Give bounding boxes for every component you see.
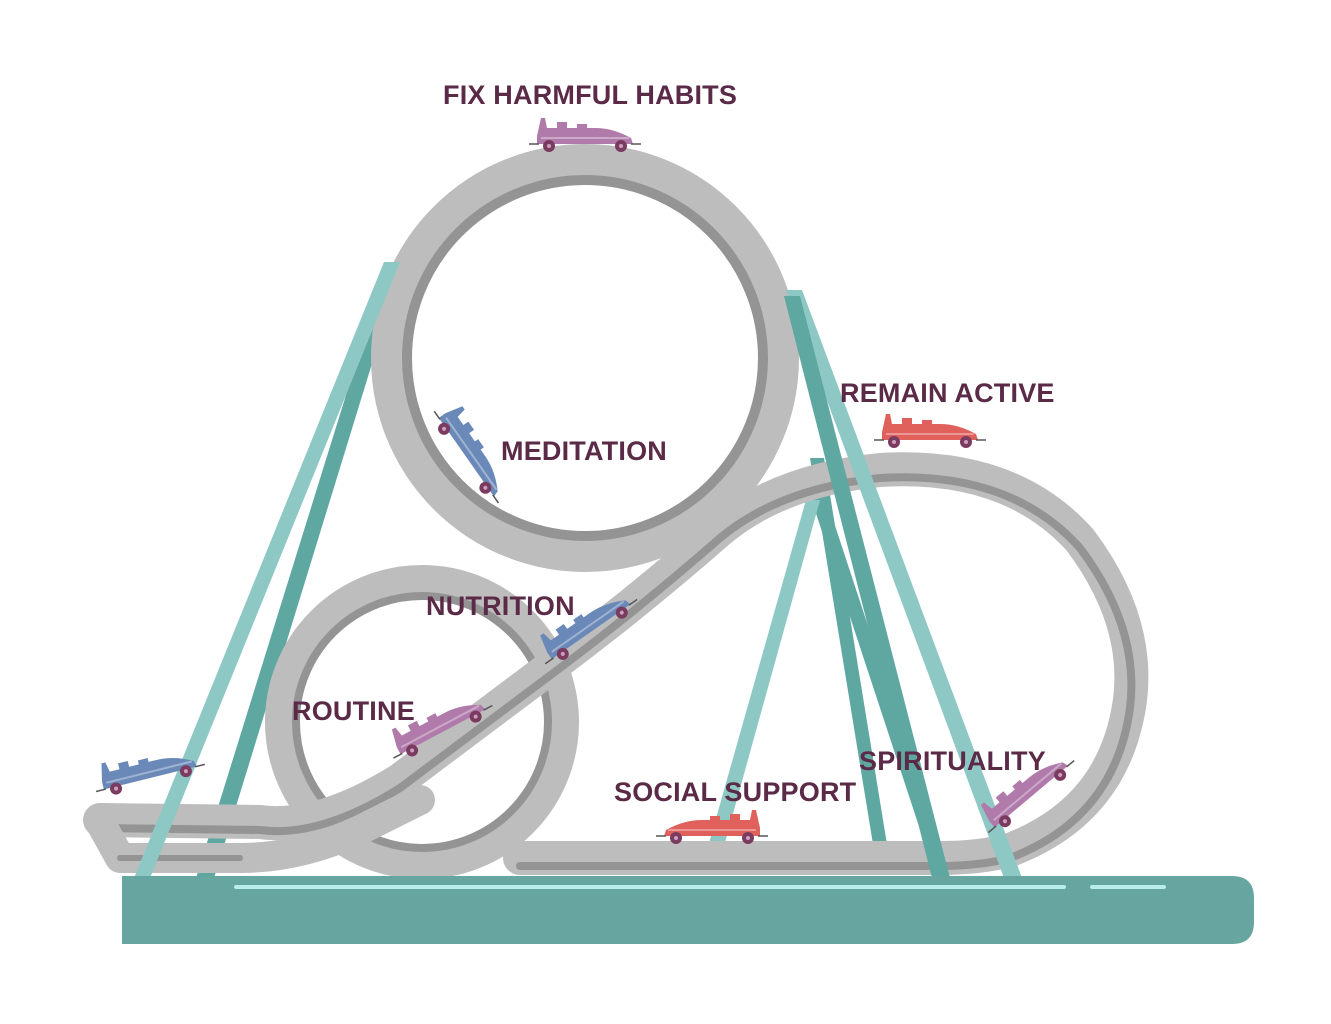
label-spirituality: SPIRITUALITY <box>859 746 1046 776</box>
label-social-support: SOCIAL SUPPORT <box>614 777 857 807</box>
front-supports <box>134 262 1022 878</box>
label-routine: ROUTINE <box>292 696 415 726</box>
ground-platform <box>122 876 1254 944</box>
back-supports <box>196 292 950 878</box>
label-meditation: MEDITATION <box>501 436 667 466</box>
label-fix-harmful-habits: FIX HARMFUL HABITS <box>443 80 738 110</box>
coaster-track <box>83 144 1149 879</box>
car-remain-active <box>873 413 987 449</box>
label-nutrition: NUTRITION <box>426 591 575 621</box>
label-remain-active: REMAIN ACTIVE <box>840 378 1055 408</box>
